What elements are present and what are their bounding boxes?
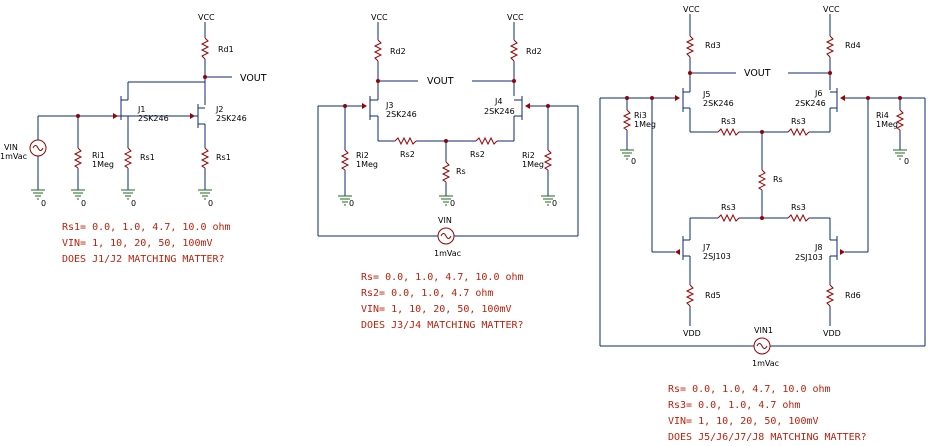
j8-label: J8 bbox=[814, 243, 822, 252]
note-line: Rs2= 0.0, 1.0, 4.7 ohm bbox=[361, 288, 493, 299]
ground-symbol bbox=[620, 149, 907, 160]
ri1-label: Ri1 bbox=[92, 151, 105, 160]
rs1-label-b: Rs1 bbox=[216, 153, 231, 162]
ri2-value-a: 1Meg bbox=[356, 160, 378, 169]
rs3-label-c: Rs3 bbox=[721, 203, 736, 212]
rs3-label-d: Rs3 bbox=[791, 203, 806, 212]
ri2-label-a: Ri2 bbox=[356, 151, 369, 160]
j2-label: J2 bbox=[215, 105, 223, 114]
rs2-label-b: Rs2 bbox=[470, 150, 485, 159]
gnd-label: 0 bbox=[349, 199, 354, 208]
vcc-label: VCC bbox=[198, 13, 215, 22]
rd5-label: Rd5 bbox=[705, 291, 721, 300]
gnd-label: 0 bbox=[450, 199, 455, 208]
note-line: DOES J3/J4 MATCHING MATTER? bbox=[361, 320, 524, 331]
rs1-label-a: Rs1 bbox=[140, 153, 155, 162]
rs-label: Rs bbox=[773, 175, 783, 184]
vdd-label: VDD bbox=[823, 329, 841, 338]
rd2-label-a: Rd2 bbox=[390, 47, 406, 56]
vin-label-2: VIN bbox=[438, 216, 452, 225]
rd6-label: Rd6 bbox=[845, 291, 861, 300]
vin-value-1: 1mVac bbox=[0, 152, 27, 161]
note-line: Rs= 0.0, 1.0, 4.7, 10.0 ohm bbox=[361, 272, 524, 283]
vin1-value: 1mVac bbox=[752, 359, 779, 368]
rs3-label-b: Rs3 bbox=[791, 117, 806, 126]
j2-part: 2SK246 bbox=[216, 114, 247, 123]
vin-label-1: VIN bbox=[4, 143, 18, 152]
vin-value-2: 1mVac bbox=[434, 249, 461, 258]
circuit-3: VCC Rd3 VCC Rd4 VOUT J5 2SK246 Rs3 Rs3 bbox=[599, 5, 926, 443]
j3-part: 2SK246 bbox=[386, 110, 417, 119]
j5-part: 2SK246 bbox=[703, 99, 734, 108]
gnd-label: 0 bbox=[81, 199, 86, 208]
ri4-label: Ri4 bbox=[876, 111, 889, 120]
gnd-label: 0 bbox=[131, 199, 136, 208]
vcc-label: VCC bbox=[371, 13, 388, 22]
note-line: VIN= 1, 10, 20, 50, 100mV bbox=[62, 238, 213, 249]
note-line: VIN= 1, 10, 20, 50, 100mV bbox=[668, 416, 819, 427]
note-line: Rs1= 0.0, 1.0, 4.7, 10.0 ohm bbox=[62, 222, 231, 233]
vcc-label: VCC bbox=[507, 13, 524, 22]
rd1-label: Rd1 bbox=[218, 45, 234, 54]
rs3-label-a: Rs3 bbox=[721, 117, 736, 126]
j4-part: 2SK246 bbox=[484, 107, 515, 116]
gnd-label: 0 bbox=[208, 199, 213, 208]
vdd-label: VDD bbox=[683, 329, 701, 338]
j1-label: J1 bbox=[137, 105, 145, 114]
gnd-label: 0 bbox=[904, 157, 909, 166]
vcc-label: VCC bbox=[683, 5, 700, 14]
ri4-value: 1Meg bbox=[876, 120, 898, 129]
note-line: VIN= 1, 10, 20, 50, 100mV bbox=[361, 304, 512, 315]
ri3-value: 1Meg bbox=[634, 120, 656, 129]
gnd-label: 0 bbox=[631, 157, 636, 166]
rs2-label-a: Rs2 bbox=[400, 150, 415, 159]
j1-part: 2SK246 bbox=[138, 114, 169, 123]
rd3-label: Rd3 bbox=[705, 41, 721, 50]
ri1-value: 1Meg bbox=[92, 160, 114, 169]
rs-label: Rs bbox=[456, 167, 466, 176]
ri2-label-b: Ri2 bbox=[522, 151, 535, 160]
ri2-value-b: 1Meg bbox=[522, 160, 544, 169]
ri3-label: Ri3 bbox=[634, 111, 647, 120]
note-line: Rs= 0.0, 1.0, 4.7, 10.0 ohm bbox=[668, 384, 831, 395]
vout-label: VOUT bbox=[744, 68, 771, 79]
j3-label: J3 bbox=[385, 101, 393, 110]
ground-symbol bbox=[338, 195, 555, 206]
j6-label: J6 bbox=[814, 89, 822, 98]
j7-part: 2SJ103 bbox=[703, 252, 731, 261]
note-line: DOES J5/J6/J7/J8 MATCHING MATTER? bbox=[668, 432, 867, 443]
j5-label: J5 bbox=[702, 90, 710, 99]
circuit-1: VCC Rd1 VOUT J1 2SK246 Rs1 J2 2SK246 Rs1 bbox=[0, 13, 267, 265]
vcc-label: VCC bbox=[823, 5, 840, 14]
j6-part: 2SK246 bbox=[795, 99, 826, 108]
j8-part: 2SJ103 bbox=[795, 253, 823, 262]
vout-label: VOUT bbox=[427, 76, 454, 87]
vin1-label: VIN1 bbox=[754, 326, 773, 335]
ground-symbol bbox=[31, 189, 212, 200]
vout-label: VOUT bbox=[240, 73, 267, 84]
rd4-label: Rd4 bbox=[845, 41, 861, 50]
note-line: DOES J1/J2 MATCHING MATTER? bbox=[62, 254, 225, 265]
gnd-label: 0 bbox=[552, 199, 557, 208]
gnd-label: 0 bbox=[41, 199, 46, 208]
circuit-2: VCC Rd2 VCC Rd2 VOUT J3 2SK246 Rs2 Rs2 bbox=[317, 13, 579, 331]
j4-label: J4 bbox=[494, 97, 502, 106]
note-line: Rs3= 0.0, 1.0, 4.7 ohm bbox=[668, 400, 800, 411]
j7-label: J7 bbox=[702, 243, 710, 252]
rd2-label-b: Rd2 bbox=[526, 47, 542, 56]
